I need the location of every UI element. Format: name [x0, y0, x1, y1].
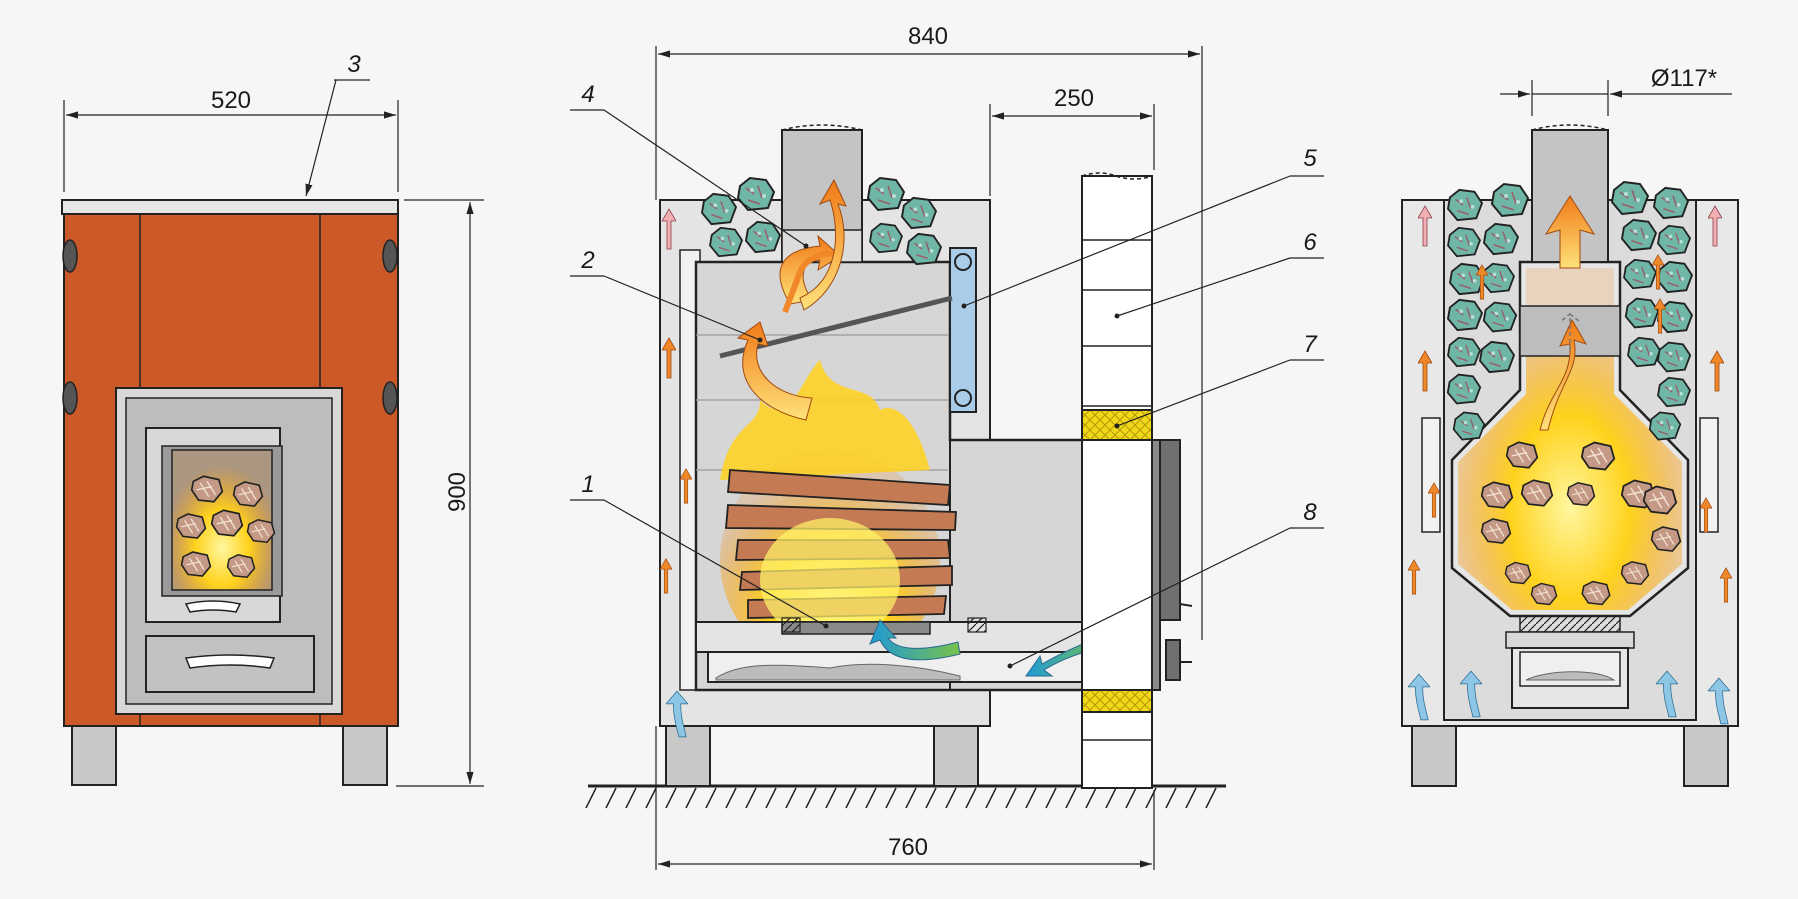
- side-view: Ø117*: [1401, 65, 1739, 787]
- stone-icon: [701, 192, 737, 226]
- front-height-dim: 900: [444, 472, 471, 512]
- hot-air-arrow-icon: [799, 178, 847, 311]
- front-view: 520 3 900: [61, 51, 484, 787]
- insulation-bottom: [1081, 689, 1153, 713]
- callout-6: 6: [1303, 229, 1317, 256]
- top-lid: [61, 199, 399, 215]
- callout-5: 5: [1303, 145, 1317, 172]
- vent-hole: [382, 239, 398, 273]
- callout-8: 8: [1303, 499, 1317, 526]
- callout-3: 3: [347, 51, 361, 78]
- callout-7: 7: [1303, 331, 1318, 358]
- grate: [781, 621, 931, 635]
- side-grate: [1519, 615, 1621, 633]
- drawer-handle: [184, 654, 276, 669]
- section-view: 840 250 760: [570, 23, 1324, 870]
- front-width-dim: 520: [211, 87, 251, 114]
- vent-hole: [62, 239, 78, 273]
- cold-air-arrow-icon: [869, 619, 961, 661]
- callout-3-leader: [305, 79, 337, 197]
- door-front: [1159, 439, 1181, 621]
- front-leg-left: [71, 724, 117, 786]
- section-base-dim: 760: [888, 834, 928, 861]
- callout-4: 4: [581, 81, 594, 108]
- water-tank: [949, 247, 977, 413]
- flame-icon: [720, 360, 930, 480]
- callout-1: 1: [581, 471, 594, 498]
- hot-air-arrow-icon: [736, 321, 813, 421]
- baffle-plate: [719, 295, 953, 359]
- hot-air-arrow-icon: [1539, 318, 1588, 431]
- hot-air-arrow-icon: [1544, 195, 1596, 269]
- callout-2: 2: [580, 247, 594, 274]
- chimney-diameter-dim: Ø117*: [1651, 65, 1717, 92]
- side-ash-pan: [1519, 651, 1621, 687]
- section-length-dim: 840: [908, 23, 948, 50]
- front-leg-right: [342, 724, 388, 786]
- vent-hole: [62, 381, 78, 415]
- vent-hole: [382, 381, 398, 415]
- door-handle: [184, 600, 242, 613]
- section-tunnel-dim: 250: [1054, 85, 1094, 112]
